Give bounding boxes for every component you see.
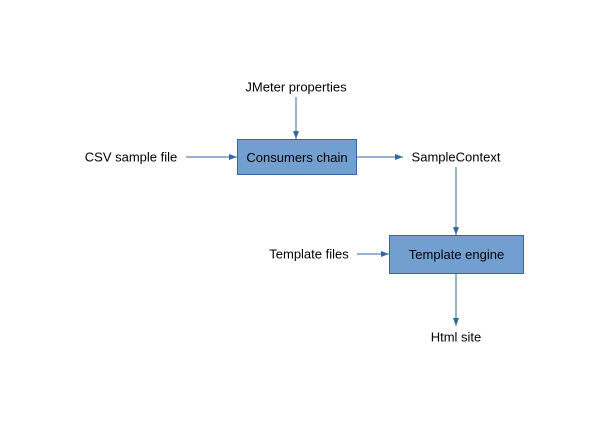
node-html-site: Html site	[430, 329, 482, 345]
node-sample-context: SampleContext	[411, 149, 501, 165]
node-template-engine: Template engine	[389, 235, 524, 274]
node-csv-sample-file: CSV sample file	[84, 149, 178, 165]
node-consumers-chain: Consumers chain	[237, 139, 357, 175]
node-template-files: Template files	[269, 246, 349, 262]
node-jmeter-properties: JMeter properties	[245, 79, 347, 95]
